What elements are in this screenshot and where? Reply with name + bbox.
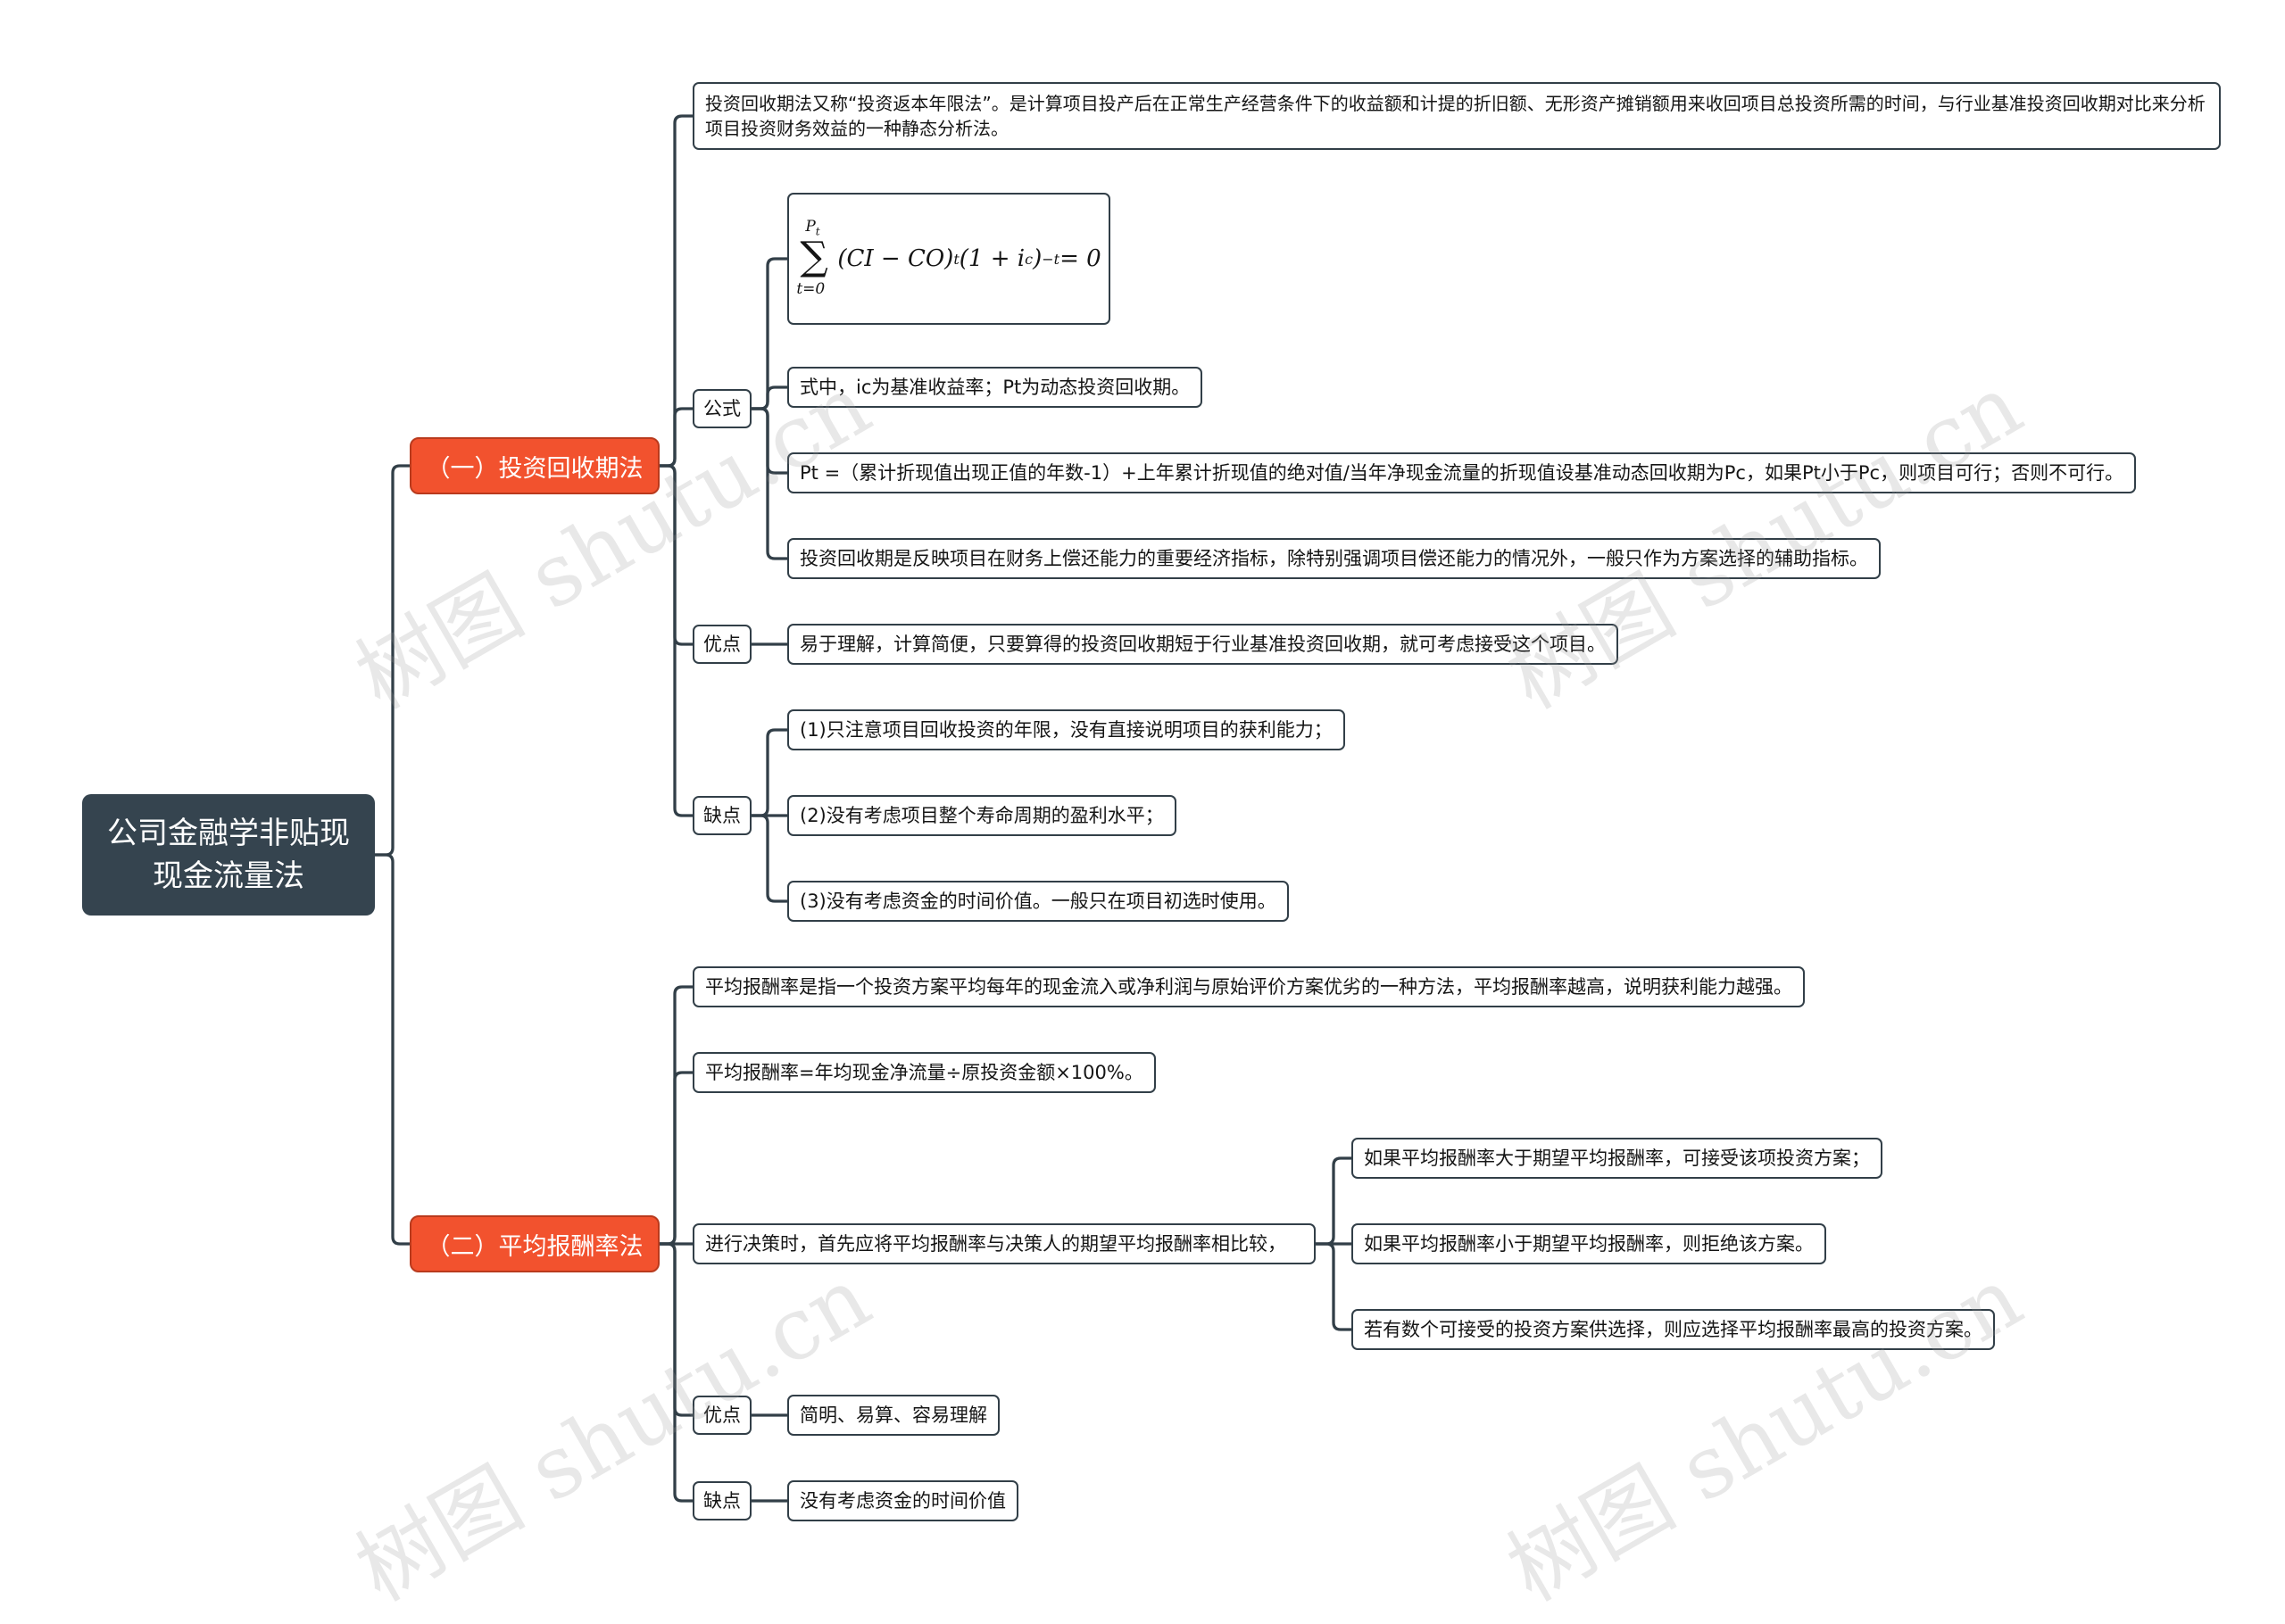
link-b2-cons-cat: [655, 1242, 694, 1503]
pros-category-node-2[interactable]: 优点: [693, 1396, 752, 1435]
formula-note-1[interactable]: 式中，ic为基准收益率；Pt为动态投资回收期。: [787, 367, 1203, 408]
formula-note-3[interactable]: 投资回收期是反映项目在财务上偿还能力的重要经济指标，除特别强调项目偿还能力的情况…: [787, 538, 1881, 579]
decision-rule-2[interactable]: 如果平均报酬率小于期望平均报酬率，则拒绝该方案。: [1351, 1223, 1826, 1264]
formula-note-2[interactable]: Pt =（累计折现值出现正值的年数-1）+上年累计折现值的绝对值/当年净现金流量…: [787, 452, 2137, 493]
summation-symbol: Pt ∑ t=0: [796, 218, 828, 298]
pros-category-node[interactable]: 优点: [693, 625, 752, 664]
payback-intro-node[interactable]: 投资回收期法又称“投资返本年限法”。是计算项目投产后在正常生产经营条件下的收益额…: [693, 82, 2221, 150]
decision-node[interactable]: 进行决策时，首先应将平均报酬率与决策人的期望平均报酬率相比较，: [693, 1223, 1316, 1264]
link-root-branch2: [371, 853, 412, 1246]
link-rule3: [1314, 1242, 1353, 1331]
average-return-cons-item[interactable]: 没有考虑资金的时间价值: [787, 1480, 1018, 1521]
branch-average-return[interactable]: （二）平均报酬率法: [410, 1215, 660, 1272]
link-b1-cons-cat: [655, 464, 694, 817]
link-b2-formula: [655, 1071, 694, 1246]
link-root-branch1: [371, 464, 412, 857]
decision-rule-1[interactable]: 如果平均报酬率大于期望平均报酬率，可接受该项投资方案；: [1351, 1138, 1882, 1179]
payback-cons-item-3[interactable]: (3)没有考虑资金的时间价值。一般只在项目初选时使用。: [787, 881, 1289, 922]
average-return-pros-item[interactable]: 简明、易算、容易理解: [787, 1395, 1000, 1436]
link-b1-cons1: [748, 728, 789, 817]
payback-pros-item[interactable]: 易于理解，计算简便，只要算得的投资回收期短于行业基准投资回收期，就可考虑接受这个…: [787, 624, 1618, 665]
branch-label: （一）投资回收期法: [426, 454, 644, 483]
link-rule1: [1314, 1156, 1353, 1246]
link-formula-note1: [748, 385, 789, 410]
average-return-intro-node[interactable]: 平均报酬率是指一个投资方案平均每年的现金流入或净利润与原始评价方案优劣的一种方法…: [693, 966, 1805, 1007]
cons-category-node[interactable]: 缺点: [693, 796, 752, 835]
branch-label: （二）平均报酬率法: [426, 1232, 644, 1261]
payback-intro-text: 投资回收期法又称“投资返本年限法”。是计算项目投产后在正常生产经营条件下的收益额…: [705, 93, 2206, 139]
decision-rule-3[interactable]: 若有数个可接受的投资方案供选择，则应选择平均报酬率最高的投资方案。: [1351, 1309, 1995, 1350]
link-b1-cons3: [748, 814, 789, 903]
cons-category-node-2[interactable]: 缺点: [693, 1481, 752, 1520]
root-title: 公司金融学非贴现现金流量法: [107, 816, 350, 894]
link-formula-note3: [748, 407, 789, 560]
formula-category-label: 公式: [703, 397, 741, 419]
root-node[interactable]: 公司金融学非贴现现金流量法: [82, 794, 375, 916]
average-return-formula-node[interactable]: 平均报酬率=年均现金净流量÷原投资金额×100%。: [693, 1052, 1156, 1093]
branch-payback-period[interactable]: （一）投资回收期法: [410, 437, 660, 494]
link-b1-formula-cat: [655, 407, 694, 468]
payback-cons-item-1[interactable]: (1)只注意项目回收投资的年限，没有直接说明项目的获利能力；: [787, 709, 1345, 750]
payback-cons-item-2[interactable]: (2)没有考虑项目整个寿命周期的盈利水平；: [787, 795, 1176, 836]
formula-category-node[interactable]: 公式: [693, 389, 752, 428]
